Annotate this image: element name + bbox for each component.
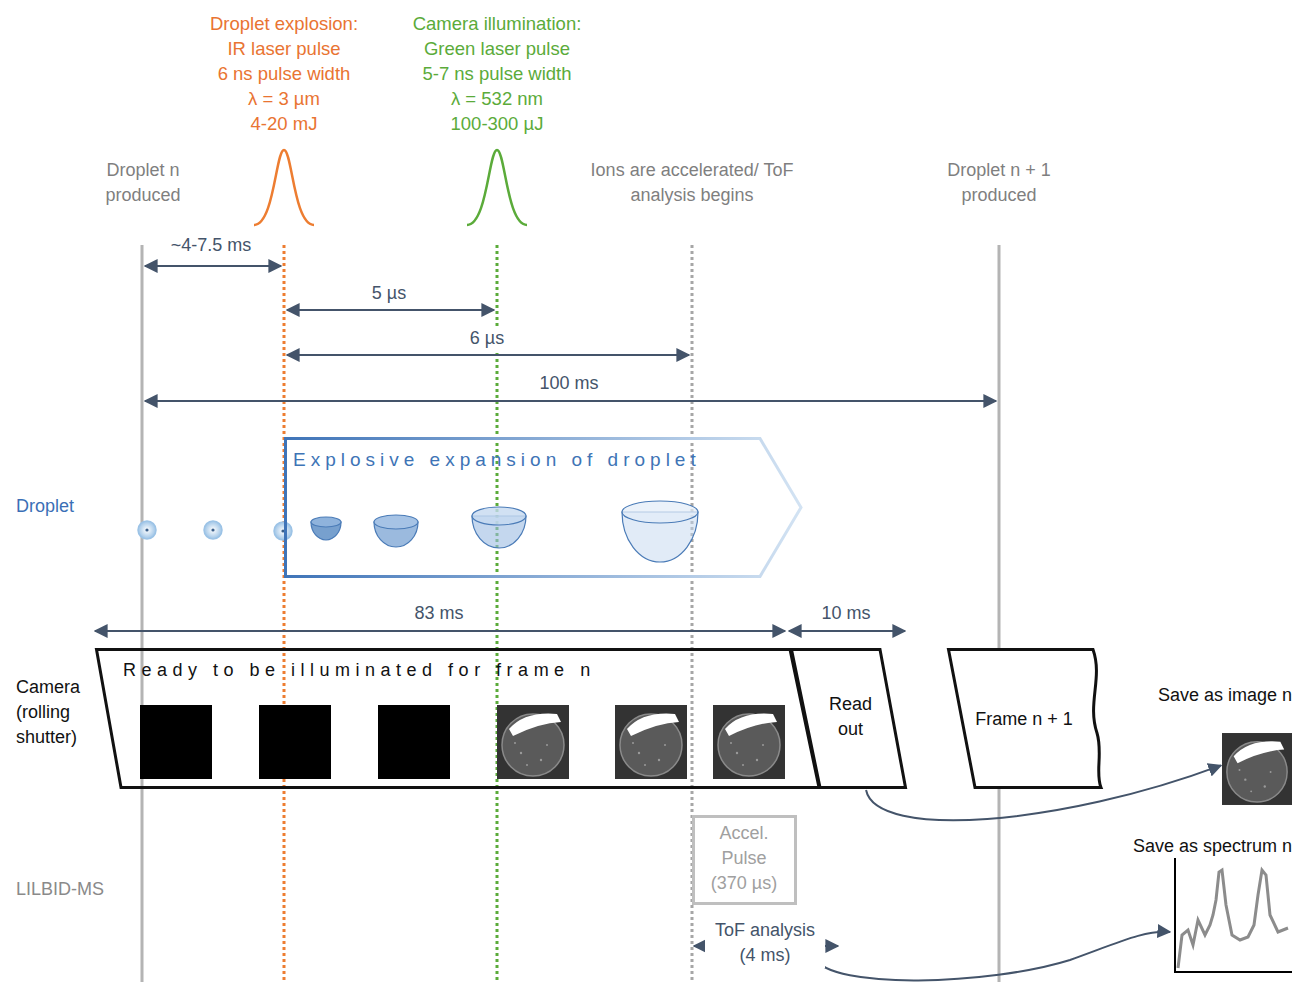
label-slot: λ = 532 nm [347,86,647,111]
label-slot: Green laser pulse [347,36,647,61]
label-slot: 83 ms [289,601,589,626]
dimension-arrow [789,630,905,632]
dimension-arrow [287,354,689,356]
readout-box-outline [790,648,907,789]
droplet [138,521,156,539]
label-slot: Camera illumination: [347,11,647,36]
expanding-droplet [311,501,698,562]
spectrum-trace [1178,870,1288,968]
time-marker-line [141,245,144,982]
time-marker-line [998,245,1001,982]
saved-image: Save as image n [1222,733,1292,805]
node-label: Save as image n [1082,683,1292,708]
dimension-arrow [145,400,996,402]
saved-droplet-image [1222,733,1292,805]
label-slot: Droplet explosion: [134,11,434,36]
row-label: LILBID-MS [13,877,107,902]
droplet [204,521,222,539]
event-label: Ions are accelerated/ ToF analysis begin… [587,158,797,208]
pulse-spec: Camera illumination: [410,11,585,36]
label-slot: 100 ms [419,371,719,396]
label-slot: IR laser pulse [134,36,434,61]
event-label: Droplet n produced [93,158,193,208]
dark-frame [140,705,212,779]
droplet-image [497,705,569,779]
node-label: Read out [823,692,878,742]
label-slot: Ions are accelerated/ ToF analysis begin… [587,158,797,208]
node-label: Ready to be illuminated for frame n [123,658,803,683]
spectrum-axes [1175,858,1292,972]
row-label: Droplet [13,494,77,519]
dimension-label: ToF analysis (4 ms) [705,918,825,968]
label-slot: Droplet n produced [93,158,193,208]
label-slot: Camera (rolling shutter) [13,675,98,750]
dimension-label: 5 µs [369,281,409,306]
label-slot: Droplet [13,494,213,519]
accel-pulse-box: Accel. Pulse (370 µs) [692,815,797,905]
label-slot: 100-300 µJ [347,111,647,136]
label-slot: 4-20 mJ [134,111,434,136]
pulse-spec: 100-300 µJ [448,111,547,136]
readout-box: Read out [790,648,907,789]
dimension-arrow [145,265,281,267]
pulse-spec: 5-7 ns pulse width [419,61,574,86]
tof-save-arrow [815,932,1170,981]
pulse-spec: Green laser pulse [421,36,573,61]
label-slot: Droplet n + 1 produced [934,158,1064,208]
next-frame-box: Frame n + 1 [947,648,1103,789]
label-slot: ~4-7.5 ms [61,233,361,258]
label-slot: 6 ns pulse width [134,61,434,86]
dark-frame [378,705,450,779]
label-slot: LILBID-MS [13,877,213,902]
dimension-arrow [95,630,785,632]
pulse-spec: λ = 3 µm [245,86,323,111]
camera-frame-band: Ready to be illuminated for frame n [95,648,820,789]
row-label: Camera (rolling shutter) [13,675,98,750]
pulse-spec: 4-20 mJ [248,111,321,136]
dimension-arrow [287,309,494,311]
node-label: Save as spectrum n [1082,834,1292,859]
droplet [274,522,292,540]
dimension-label: 10 ms [818,601,873,626]
droplet-image [713,705,785,779]
dark-frame [259,705,331,779]
event-label: Droplet n + 1 produced [934,158,1064,208]
pulse-spec: λ = 532 nm [448,86,546,111]
dimension-label: 83 ms [411,601,466,626]
ir-pulse-line [283,245,286,982]
pulse-spec: IR laser pulse [224,36,343,61]
label-slot: 6 µs [337,326,637,351]
pulse-spec: Droplet explosion: [207,11,361,36]
droplet-image [615,705,687,779]
label-slot: λ = 3 µm [134,86,434,111]
label-slot: ToF analysis (4 ms) [705,918,825,968]
dimension-label: 6 µs [467,326,507,351]
pulse-spec: 6 ns pulse width [215,61,354,86]
ir-pulse-shape [254,150,314,225]
node-label: Explosive expansion of droplet [293,447,798,472]
label-slot: 5-7 ns pulse width [347,61,647,86]
label-slot: 10 ms [746,601,946,626]
node-label: Frame n + 1 [961,707,1087,732]
saved-spectrum: Save as spectrum n [1173,858,1292,974]
expansion-band: Explosive expansion of droplet [284,437,803,578]
dimension-label: 100 ms [536,371,601,396]
green-pulse-shape [467,150,527,225]
dimension-label: ~4-7.5 ms [168,233,255,258]
node-label: Accel. Pulse (370 µs) [704,821,784,896]
label-slot: 5 µs [239,281,539,306]
